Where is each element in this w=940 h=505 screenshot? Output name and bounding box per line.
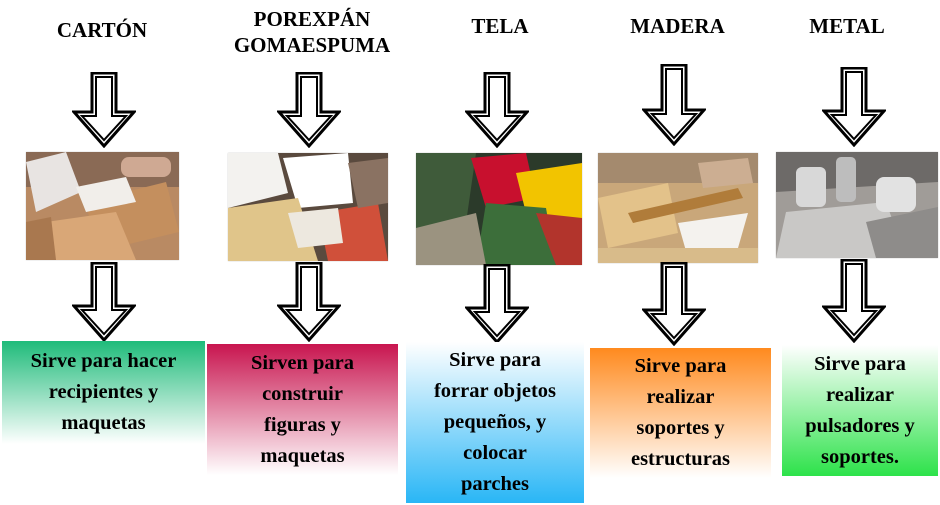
metal-photo — [776, 152, 938, 258]
description-box-madera: Sirve para realizar soportes y estructur… — [590, 348, 771, 478]
title-carton: CARTÓN — [56, 18, 148, 42]
description-line: maquetas — [61, 412, 146, 434]
down-arrow-icon — [642, 262, 706, 346]
description-box-tela: Sirve para forrar objetos pequeños, y co… — [406, 342, 584, 503]
foam-photo — [228, 153, 388, 261]
description-box-carton: Sirve para hacer recipientes y maquetas — [2, 341, 205, 444]
down-arrow-icon — [465, 264, 529, 344]
description-box-metal: Sirve para realizar pulsadores y soporte… — [782, 345, 938, 476]
description-line: parches — [461, 473, 529, 495]
description-line: figuras y — [264, 413, 341, 436]
down-arrow-icon — [277, 262, 341, 342]
description-line: estructuras — [630, 448, 731, 470]
description-line: recipientes y — [48, 381, 159, 403]
description-line: pulsadores y — [805, 414, 915, 437]
cardboard-photo — [26, 152, 179, 260]
title-metal: METAL — [809, 14, 885, 38]
fabric-photo — [416, 153, 582, 265]
description-line: maquetas — [260, 444, 345, 467]
description-line: colocar — [463, 442, 527, 464]
title-porexpan-line2: GOMAESPUMA — [233, 33, 391, 57]
description-line: Sirve para — [814, 352, 906, 375]
down-arrow-icon — [72, 72, 136, 148]
down-arrow-icon — [822, 67, 886, 147]
title-tela: TELA — [471, 14, 529, 38]
description-line: realizar — [646, 386, 715, 408]
description-line: Sirve para hacer — [30, 350, 177, 372]
description-line: Sirve para — [449, 349, 541, 371]
down-arrow-icon — [72, 262, 136, 342]
description-line: soportes. — [820, 445, 899, 468]
down-arrow-icon — [822, 259, 886, 343]
description-line: Sirve para — [634, 355, 727, 377]
wood-photo — [598, 153, 758, 263]
description-line: pequeños, y — [443, 411, 547, 433]
title-porexpan-line1: POREXPÁN — [253, 7, 371, 31]
description-line: realizar — [826, 383, 894, 406]
title-madera: MADERA — [630, 14, 725, 38]
description-line: soportes y — [636, 417, 725, 439]
down-arrow-icon — [277, 72, 341, 148]
description-line: construir — [262, 382, 343, 405]
description-line: Sirven para — [250, 351, 355, 374]
description-line: forrar objetos — [433, 380, 556, 402]
down-arrow-icon — [642, 64, 706, 146]
title-porexpan: POREXPÁN GOMAESPUMA — [212, 6, 412, 58]
description-box-porexpan: Sirven para construir figuras y maquetas — [207, 344, 398, 475]
down-arrow-icon — [465, 72, 529, 148]
